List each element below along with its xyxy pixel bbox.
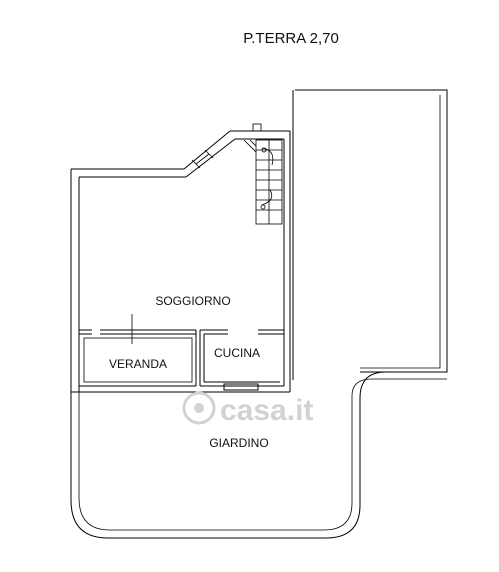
- garden-outline: [70, 371, 447, 539]
- room-label-veranda: VERANDA: [109, 357, 167, 371]
- right-area-outline: [292, 89, 448, 380]
- staircase: [243, 139, 283, 225]
- watermark: casa.it: [182, 391, 313, 427]
- room-label-soggiorno: SOGGIORNO: [155, 294, 230, 308]
- room-label-giardino: GIARDINO: [209, 436, 268, 450]
- room-label-cucina: CUCINA: [214, 346, 260, 360]
- floor-title: P.TERRA 2,70: [243, 30, 339, 47]
- svg-text:casa.it: casa.it: [220, 394, 313, 427]
- house-walls: [70, 123, 291, 393]
- watermark-logo-icon: [182, 391, 216, 425]
- interior-walls: [79, 314, 285, 391]
